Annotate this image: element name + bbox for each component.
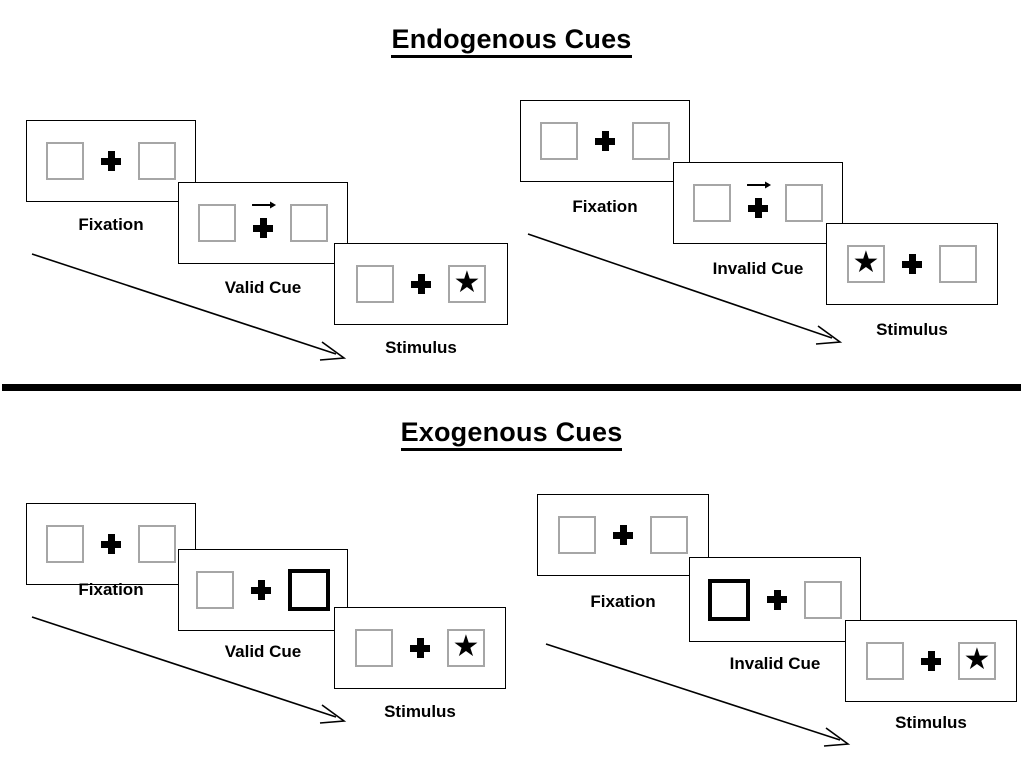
- stage-label-invalid-cue: Invalid Cue: [712, 259, 804, 278]
- fixation-cross-wrap: [610, 513, 636, 557]
- frame-contents: [693, 181, 823, 225]
- left-placeholder-box: [693, 184, 731, 222]
- left-placeholder-box: [198, 204, 236, 242]
- right-placeholder-box: [785, 184, 823, 222]
- section-title-exogenous: Exogenous Cues: [0, 417, 1023, 451]
- frame-contents: [540, 119, 670, 163]
- frame-contents: [558, 513, 688, 557]
- frame-contents: [46, 522, 176, 566]
- frame-contents: [198, 201, 328, 245]
- trial-frame-fixation: [26, 120, 196, 202]
- star-target-icon: ★: [453, 266, 481, 299]
- left-placeholder-box: [540, 122, 578, 160]
- trial-frame-valid-cue: [178, 549, 348, 631]
- frame-contents: [46, 139, 176, 183]
- star-target-icon: ★: [852, 246, 880, 279]
- stage-label-stimulus: Stimulus: [385, 338, 457, 357]
- trial-frame-fixation: [537, 494, 709, 576]
- trial-frame-invalid-cue: [673, 162, 843, 244]
- right-target-box: ★: [447, 629, 485, 667]
- trial-frame-stimulus: ★: [334, 607, 506, 689]
- frame-contents: [196, 568, 330, 612]
- left-target-box: ★: [847, 245, 885, 283]
- left-placeholder-box: [196, 571, 234, 609]
- right-target-box: ★: [448, 265, 486, 303]
- fixation-cross-icon: [613, 525, 633, 545]
- right-placeholder-box: [650, 516, 688, 554]
- right-cued-box: [288, 569, 330, 611]
- fixation-cross-icon: [921, 651, 941, 671]
- right-placeholder-box: [138, 525, 176, 563]
- right-placeholder-box: [290, 204, 328, 242]
- fixation-cross-wrap: [248, 568, 274, 612]
- left-placeholder-box: [866, 642, 904, 680]
- fixation-cross-icon: [902, 254, 922, 274]
- right-placeholder-box: [804, 580, 842, 619]
- fixation-cross-wrap: [918, 639, 944, 683]
- fixation-cross-icon: [101, 151, 121, 171]
- stage-label-valid-cue: Valid Cue: [224, 278, 302, 297]
- stage-label-stimulus: Stimulus: [384, 702, 456, 721]
- cue-arrow-right-icon: [252, 201, 277, 209]
- stage-label-fixation: Fixation: [572, 197, 638, 216]
- fixation-cross-wrap: [764, 578, 790, 622]
- fixation-cross-icon: [410, 638, 430, 658]
- left-placeholder-box: [355, 629, 393, 667]
- stage-label-valid-cue: Valid Cue: [224, 642, 302, 661]
- stage-label-fixation: Fixation: [78, 215, 144, 234]
- stage-label-fixation: Fixation: [78, 580, 144, 599]
- fixation-cross-wrap: [899, 242, 925, 286]
- stage-label-fixation: Fixation: [590, 592, 656, 611]
- left-placeholder-box: [558, 516, 596, 554]
- right-placeholder-box: [939, 245, 977, 283]
- fixation-cross-wrap: [592, 119, 618, 163]
- trial-frame-fixation: [520, 100, 690, 182]
- fixation-cross-wrap: [745, 181, 772, 225]
- fixation-cross-icon: [253, 218, 273, 238]
- star-target-icon: ★: [452, 630, 480, 663]
- stage-label-stimulus: Stimulus: [895, 713, 967, 732]
- fixation-cross-icon: [595, 131, 615, 151]
- cue-arrow-right-icon: [747, 181, 772, 189]
- stage-label-stimulus: Stimulus: [876, 320, 948, 339]
- left-placeholder-box: [356, 265, 394, 303]
- right-target-box: ★: [958, 642, 996, 680]
- section-title-endogenous-text: Endogenous Cues: [391, 24, 632, 58]
- fixation-cross-icon: [767, 589, 787, 610]
- trial-frame-fixation: [26, 503, 196, 585]
- frame-contents: ★: [355, 626, 485, 670]
- trial-frame-stimulus: ★: [826, 223, 998, 305]
- fixation-cross-wrap: [98, 522, 124, 566]
- flow-arrow-endogenous-invalid: [527, 233, 843, 345]
- trial-frame-stimulus: ★: [334, 243, 508, 325]
- trial-frame-invalid-cue: [689, 557, 861, 642]
- stage-label-invalid-cue: Invalid Cue: [729, 654, 821, 673]
- section-title-exogenous-text: Exogenous Cues: [400, 417, 623, 451]
- fixation-cross-wrap: [250, 201, 277, 245]
- right-placeholder-box: [632, 122, 670, 160]
- fixation-cross-wrap: [408, 262, 434, 306]
- fixation-cross-icon: [411, 274, 431, 294]
- fixation-cross-icon: [101, 534, 121, 554]
- star-target-icon: ★: [963, 643, 991, 676]
- section-title-endogenous: Endogenous Cues: [0, 24, 1023, 58]
- fixation-cross-wrap: [407, 626, 433, 670]
- trial-frame-stimulus: ★: [845, 620, 1017, 702]
- left-placeholder-box: [46, 525, 84, 563]
- frame-contents: ★: [847, 242, 977, 286]
- frame-contents: [708, 578, 842, 622]
- flow-arrow-endogenous-valid: [31, 253, 347, 361]
- fixation-cross-wrap: [98, 139, 124, 183]
- section-divider: [2, 384, 1021, 391]
- fixation-cross-icon: [251, 580, 271, 600]
- left-cued-box: [708, 578, 750, 621]
- trial-frame-valid-cue: [178, 182, 348, 264]
- left-placeholder-box: [46, 142, 84, 180]
- frame-contents: ★: [356, 262, 486, 306]
- frame-contents: ★: [866, 639, 996, 683]
- fixation-cross-icon: [748, 198, 768, 218]
- right-placeholder-box: [138, 142, 176, 180]
